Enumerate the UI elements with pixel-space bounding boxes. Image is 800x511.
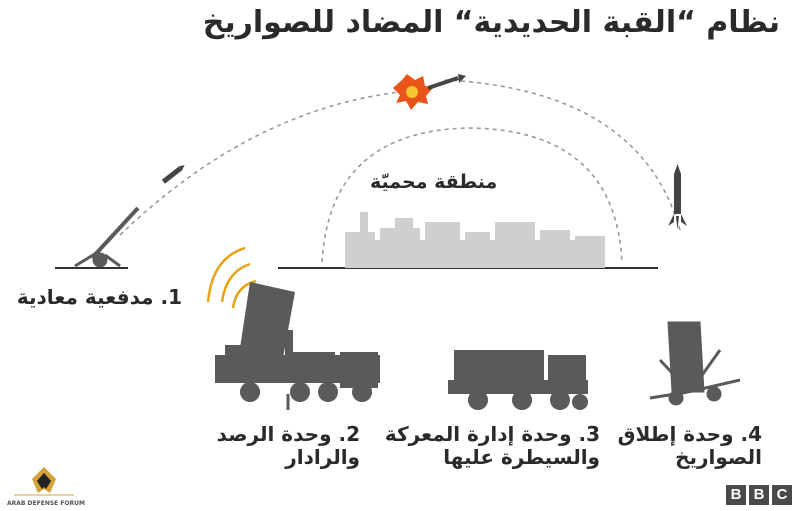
- component-4-line2: الصواريخ: [675, 445, 762, 469]
- component-2-line1: 2. وحدة الرصد: [216, 422, 360, 446]
- bbc-letter-1: B: [726, 485, 746, 505]
- bbc-letter-2: B: [749, 485, 769, 505]
- bbc-letter-3: C: [772, 485, 792, 505]
- radar-waves-icon: [206, 246, 257, 309]
- component-3-label: 3. وحدة إدارة المعركة والسيطرة عليها: [370, 423, 600, 469]
- watermark-logo-icon: [14, 467, 74, 496]
- component-4-label: 4. وحدة إطلاق الصواريخ: [612, 423, 762, 469]
- protected-zone-label: منطقة محميّة: [370, 171, 498, 193]
- artillery-icon: [74, 206, 140, 268]
- watermark-text: ARAB DEFENSE FORUM: [6, 500, 86, 507]
- component-1-label: 1. مدفعية معادية: [16, 285, 182, 309]
- command-truck-icon: [448, 350, 588, 410]
- interceptor-trajectory: [444, 79, 681, 231]
- radar-truck-icon: [215, 282, 380, 410]
- protected-zone-dome: [321, 127, 623, 263]
- bbc-logo: B B C: [726, 485, 792, 505]
- enemy-rocket-icon: [161, 165, 185, 184]
- interceptor-missile-icon: [668, 164, 687, 230]
- component-3-line2: والسيطرة عليها: [443, 445, 600, 469]
- explosion-icon: [393, 74, 466, 110]
- city-skyline: [345, 212, 605, 268]
- component-3-line1: 3. وحدة إدارة المعركة: [384, 422, 600, 446]
- page-title: نظام “القبة الحديدية“ المضاد للصواريخ: [202, 5, 780, 40]
- launcher-icon: [649, 321, 741, 406]
- component-2-label: 2. وحدة الرصد والرادار: [180, 423, 360, 469]
- component-2-line2: والرادار: [285, 445, 360, 469]
- enemy-rocket-trajectory: [119, 91, 401, 236]
- component-4-line1: 4. وحدة إطلاق: [617, 422, 762, 446]
